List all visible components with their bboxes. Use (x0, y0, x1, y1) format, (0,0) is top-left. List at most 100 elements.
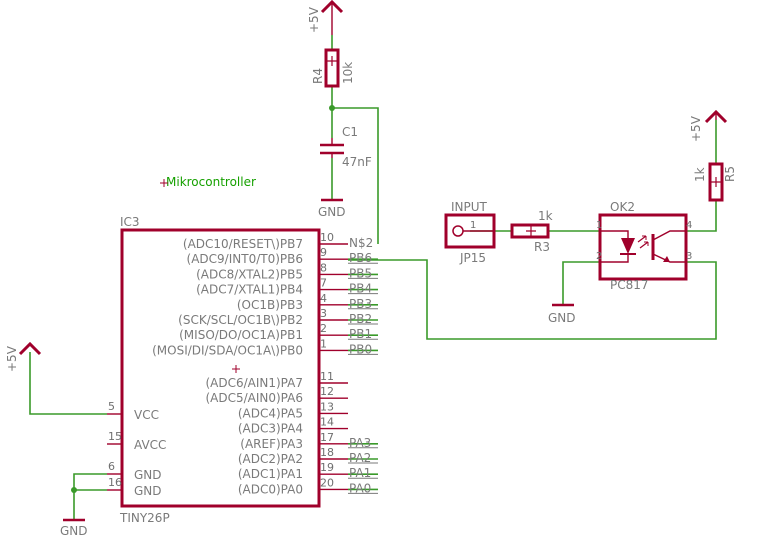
resistor-r3: 1k R3 (510, 209, 553, 254)
wire-vcc (29, 352, 107, 415)
net-label: PA2 (349, 451, 371, 465)
net-label: PB0 (349, 342, 372, 356)
origin-cross (232, 365, 240, 373)
pin-label: (ADC7/XTAL1)PB4 (196, 283, 303, 297)
mikrocontroller-title: Mikrocontroller (166, 175, 256, 189)
pin-label: (ADC6/AIN1)PA7 (205, 376, 303, 390)
jp15-label: INPUT (451, 200, 488, 214)
r4-value: 10k (341, 62, 355, 84)
wires (29, 35, 717, 520)
pin-number: 12 (320, 385, 334, 398)
pin-label: (ADC2)PA2 (238, 452, 303, 466)
wire-ok2-r5 (686, 200, 717, 232)
pin-label: (ADC8/XTAL2)PB5 (196, 267, 303, 281)
pin-label: VCC (134, 408, 159, 422)
junction-dot (329, 105, 335, 111)
pin-label: GND (134, 468, 162, 482)
pin-number: 15 (108, 430, 122, 443)
gnd-c1: GND (318, 198, 346, 219)
pin-number: 5 (108, 400, 115, 413)
jumper-jp15: INPUT JP15 1 (444, 200, 496, 265)
pin-label: (OC1B)PB3 (237, 298, 303, 312)
supply-r5: +5V (689, 109, 728, 142)
pin-label: (ADC3)PA4 (238, 422, 303, 436)
pin-label: (ADC9/INT0/T0)PB6 (187, 252, 303, 266)
r5-value: 1k (693, 167, 707, 182)
pin-label: GND (134, 484, 162, 498)
pin-label: (ADC1)PA1 (238, 467, 303, 481)
supply-label: +5V (689, 115, 703, 142)
wire-ok2-gnd (562, 261, 600, 304)
ok2-name: OK2 (610, 200, 635, 214)
c1-name: C1 (342, 125, 358, 139)
gnd-label: GND (318, 205, 346, 219)
net-label: PA3 (349, 436, 371, 450)
net-label: PA0 (349, 481, 371, 495)
pin-number: 17 (320, 431, 334, 444)
wire-pb6-ok2 (348, 259, 717, 340)
pin-label: AVCC (134, 438, 166, 452)
net-label: PA1 (349, 466, 371, 480)
pin-number: 1 (320, 337, 327, 350)
net-label: PB5 (349, 266, 372, 280)
ic3-part: TINY26P (119, 511, 170, 525)
pin-number: 3 (320, 307, 327, 320)
supply-label: +5V (307, 6, 321, 33)
gnd-ic: GND (60, 518, 88, 538)
gnd-label: GND (60, 524, 88, 538)
pin-number: 16 (108, 476, 122, 489)
pin-number: 2 (320, 322, 327, 335)
led-icon (621, 238, 635, 254)
ic3-body (120, 228, 321, 508)
origin-cross (160, 179, 168, 187)
net-label: PB2 (349, 312, 372, 326)
resistor-r5: 1k R5 (693, 162, 737, 202)
ic3-name: IC3 (120, 215, 140, 229)
jp15-name: JP15 (459, 251, 486, 265)
supply-vcc: +5V (5, 341, 42, 372)
pin-number: 19 (320, 461, 334, 474)
pin-label: (MOSI/DI/SDA/OC1A\)PB0 (152, 343, 303, 357)
net-label: N$2 (349, 236, 373, 250)
pin-number: 18 (320, 446, 334, 459)
pin-number: 7 (320, 277, 327, 290)
ok2-pin: 4 (686, 220, 692, 231)
junction-dot (71, 487, 77, 493)
supply-r4: +5V (307, 0, 344, 35)
pin-label: (ADC5/AIN0)PA6 (205, 391, 303, 405)
pin-number: 20 (320, 476, 334, 489)
pin-label: (SCK/SCL/OC1B\)PB2 (178, 313, 303, 327)
resistor-r4: R4 10k (311, 48, 355, 88)
wire-n2 (332, 107, 379, 244)
pin-number: 11 (320, 370, 334, 383)
r4-name: R4 (311, 68, 325, 84)
capacitor-c1: C1 47nF (320, 125, 372, 169)
ok2-pin: 3 (686, 251, 692, 262)
pin-label: (ADC10/RESET\)PB7 (183, 237, 303, 251)
pin-number: 4 (320, 292, 327, 305)
net-label: PB1 (349, 327, 372, 341)
ok2-pin: 1 (596, 220, 602, 231)
pin-label: (AREF)PA3 (240, 437, 303, 451)
pin-label: (MISO/DO/OC1A)PB1 (179, 328, 303, 342)
ok2-part: PC817 (610, 278, 649, 292)
pin-number: 13 (320, 400, 334, 413)
net-label: PB4 (349, 282, 372, 296)
ok2-pin: 2 (596, 251, 602, 262)
r5-name: R5 (723, 166, 737, 182)
wire-gnd-ic (73, 473, 107, 520)
r3-name: R3 (534, 240, 550, 254)
jp15-pin: 1 (470, 220, 476, 231)
pin-label: (ADC0)PA0 (238, 482, 303, 496)
optocoupler-ok2: OK2 PC817 1 2 3 4 (596, 200, 692, 292)
gnd-label: GND (548, 311, 576, 325)
net-label: PB3 (349, 297, 372, 311)
pin-number: 14 (320, 416, 334, 429)
pin-number: 9 (320, 246, 327, 259)
pin-label: (ADC4)PA5 (238, 406, 303, 420)
